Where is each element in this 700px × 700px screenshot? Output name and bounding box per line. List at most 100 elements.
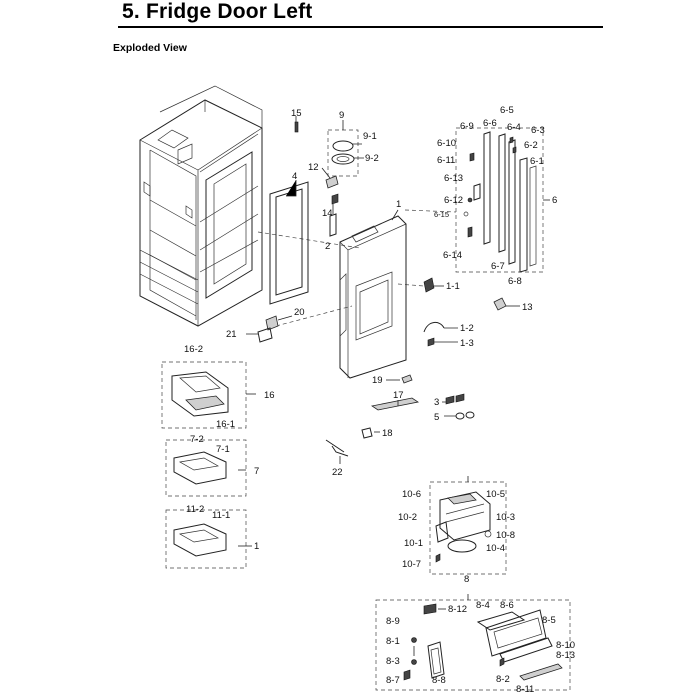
callout-8-13: 8-13	[556, 650, 575, 661]
callout-8-12: 8-12	[448, 604, 467, 615]
callout-7-1: 7-1	[216, 444, 230, 455]
callout-7: 7	[254, 466, 259, 477]
hinge-cover-group	[327, 129, 359, 177]
callout-8-4: 8-4	[476, 600, 490, 611]
callout-1-3: 1-3	[460, 338, 474, 349]
door-strips-group-6	[455, 127, 544, 273]
callout-15: 15	[291, 108, 302, 119]
callout-6-3: 6-3	[531, 125, 545, 136]
callout-11-1: 11-1	[212, 510, 230, 521]
callout-6-15: 6-15	[434, 210, 449, 219]
callout-11-2: 11-2	[186, 504, 204, 515]
callout-17: 17	[393, 390, 404, 401]
callout-10-5: 10-5	[486, 489, 505, 500]
callout-10-6: 10-6	[402, 489, 421, 500]
callout-10-3: 10-3	[496, 512, 515, 523]
callout-1-bin: 1	[254, 541, 259, 552]
alignment-line	[397, 283, 425, 287]
callout-6-11: 6-11	[437, 155, 455, 166]
callout-20: 20	[294, 307, 305, 318]
callout-8-11: 8-11	[516, 684, 534, 695]
hinge-bracket-12	[325, 175, 339, 189]
door-bin-7	[165, 439, 247, 497]
callout-21: 21	[226, 329, 237, 340]
part-3-screws	[445, 393, 465, 405]
callout-6-5: 6-5	[500, 105, 514, 116]
callout-4: 4	[292, 171, 297, 182]
callout-8: 8	[464, 574, 469, 585]
callout-8-10: 8-10	[556, 640, 575, 651]
part-13-cap	[493, 297, 507, 311]
part-21	[257, 327, 273, 343]
callout-16-2: 16-2	[184, 344, 203, 355]
callout-6-2: 6-2	[524, 140, 538, 151]
callout-labels: 15 9 9-1 9-2 12 14 2 4 1 1-1 1-2 1-3 20 …	[184, 105, 575, 695]
leader-lines	[238, 116, 550, 610]
callout-8-3: 8-3	[386, 656, 400, 667]
callout-6-12: 6-12	[444, 195, 463, 206]
callout-6-1: 6-1	[530, 156, 544, 167]
callout-6-10: 6-10	[437, 138, 456, 149]
hinge-2	[329, 213, 337, 237]
callout-8-1: 8-1	[386, 636, 400, 647]
callout-6-13: 6-13	[444, 173, 463, 184]
part-1-2-wire	[423, 322, 445, 333]
callout-3: 3	[434, 397, 439, 408]
callout-6-6: 6-6	[483, 118, 497, 129]
callout-8-6: 8-6	[500, 600, 514, 611]
callout-9-2: 9-2	[365, 153, 379, 164]
callout-10-7: 10-7	[402, 559, 421, 570]
callout-1-2: 1-2	[460, 323, 474, 334]
dispenser-group-8	[375, 599, 571, 691]
dispenser-group-10	[429, 481, 507, 575]
callout-22: 22	[332, 467, 343, 478]
part-1-1	[423, 277, 435, 293]
callout-6-8: 6-8	[508, 276, 522, 287]
callout-10-1: 10-1	[404, 538, 423, 549]
door-bin-11	[165, 509, 247, 569]
hinge-pin-15	[294, 121, 299, 133]
callout-5: 5	[434, 412, 439, 423]
callout-6-9: 6-9	[460, 121, 474, 132]
alignment-line	[404, 209, 457, 213]
callout-9-1: 9-1	[363, 131, 377, 142]
callout-6-7: 6-7	[491, 261, 505, 272]
part-18-cap	[361, 427, 373, 439]
callout-10-2: 10-2	[398, 512, 417, 523]
callout-18: 18	[382, 428, 393, 439]
part-19	[401, 374, 413, 384]
callout-1-1: 1-1	[446, 281, 460, 292]
section-subtitle: Exploded View	[113, 42, 187, 54]
callout-12: 12	[308, 162, 319, 173]
callout-1-door: 1	[396, 199, 401, 210]
callout-2: 2	[325, 241, 330, 252]
part-22-handle-bits	[325, 439, 349, 457]
part-5-caps	[455, 411, 475, 420]
callout-19: 19	[372, 375, 383, 386]
callout-7-2: 7-2	[190, 434, 204, 445]
callout-8-9: 8-9	[386, 616, 400, 627]
fridge-cabinet	[139, 85, 263, 327]
screw-14	[331, 193, 339, 214]
door-bin-16	[161, 361, 247, 429]
alignment-line	[275, 305, 353, 327]
title-rule	[118, 26, 603, 28]
callout-10-8: 10-8	[496, 530, 515, 541]
callout-6-14: 6-14	[443, 250, 462, 261]
callout-14: 14	[322, 208, 333, 219]
door-gasket	[269, 181, 309, 305]
callout-9: 9	[339, 110, 344, 121]
fridge-door-panel	[339, 215, 407, 379]
part-17-strip	[370, 397, 420, 411]
callout-16: 16	[264, 390, 275, 401]
callout-6: 6	[552, 195, 557, 206]
page-title: 5. Fridge Door Left	[122, 0, 313, 23]
callout-6-4: 6-4	[507, 122, 521, 133]
callout-10-4: 10-4	[486, 543, 505, 554]
callout-8-8: 8-8	[432, 675, 446, 686]
callout-13: 13	[522, 302, 533, 313]
part-1-3-screw	[427, 337, 435, 347]
callout-8-5: 8-5	[542, 615, 556, 626]
part-20	[265, 315, 279, 331]
